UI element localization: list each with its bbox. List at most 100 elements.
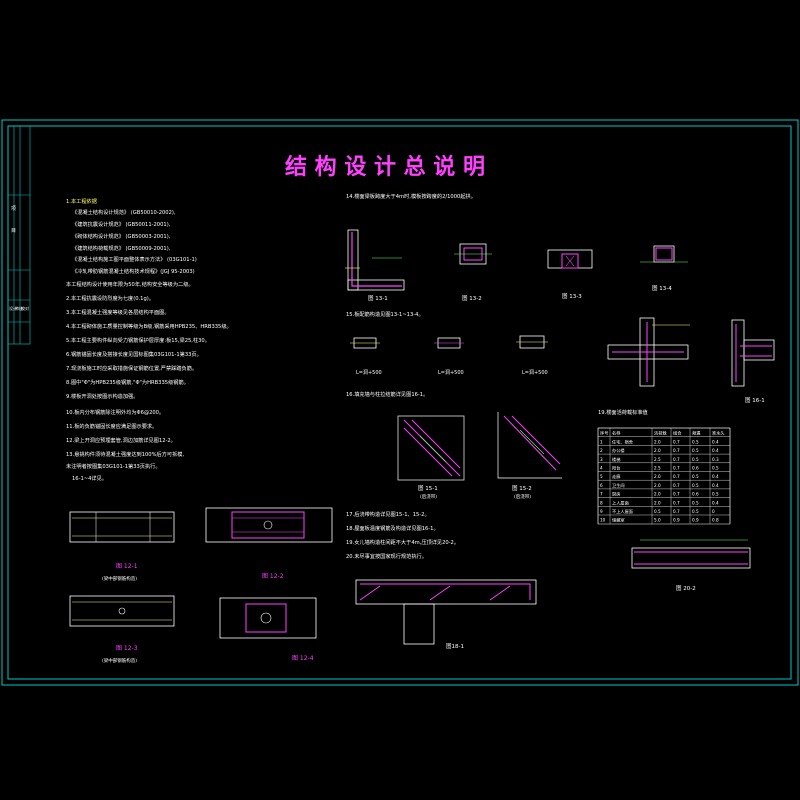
table-cell: 0.4 [712,500,719,505]
note-line: 1.本工程依据 [66,197,97,205]
table-cell: 2.0 [654,448,661,453]
table-header-cell: 名称 [612,430,620,437]
detail-16-1 [731,319,775,387]
note-line: 《砌体结构设计规范》 (GB50003-2001), [72,232,171,240]
title-block-cell: 审核 [15,305,23,311]
opening-label: L=洞+500 [356,369,382,376]
note-line: 17.后浇带构造详见图15-1、15-2。 [346,510,430,518]
table-cell: 0.4 [712,439,719,444]
figure-label: 图 13-3 [562,292,582,300]
title-block-cell: 设计 [9,305,17,311]
table-cell: 上人屋面 [612,499,629,506]
figure-caption: (后浇带) [514,493,531,500]
page-title: 结 构 设 计 总 说 明 [285,154,485,180]
table-cell: 储藏室 [612,517,625,524]
table-cell: 3 [600,457,603,462]
table-cell: 5 [600,474,603,479]
table-cell: 0.4 [712,474,719,479]
detail-20-2 [631,539,751,569]
figure-label: 图 12-1 [116,563,138,570]
table-cell: 0.5 [692,483,699,488]
note-line: 14.楼面梁板跨度大于4m时,模板按跨度的2/1000起拱。 [346,192,476,200]
table-cell: 6 [600,483,603,488]
table-cell: 2.0 [654,500,661,505]
figure-caption: (后浇带) [420,493,437,500]
table-cell: 10 [600,518,606,523]
note-line: 18.屋面板温度钢筋及构造详见图16-1。 [346,524,439,532]
detail-13-1 [345,229,405,291]
table-cell: 2.0 [654,492,661,497]
table-cell: 0.7 [673,483,680,488]
note-line: 9.楼板开洞处按图示构造加强。 [66,392,138,400]
table-cell: 0.5 [712,492,719,497]
table-cell: 0.7 [673,509,680,514]
table-cell: 0.9 [692,518,699,523]
inner-border [7,125,792,680]
opening-label: L=洞+500 [438,369,464,376]
note-line: 8.图中"Φ"为HPB235级钢筋,"Φ"为HRB335级钢筋。 [66,378,189,386]
table-cell: 9 [600,509,603,514]
table-cell: 1 [600,439,603,444]
table-cell: 0.5 [692,448,699,453]
title-block-cell: 目 [11,228,16,234]
table-cell: 0 [712,509,715,514]
note-line: 《混凝土结构施工图平面整体表示方法》 (03G101-1) [72,255,197,263]
figure-label: 图 20-2 [676,584,696,592]
detail-18-1 [355,579,537,645]
table-cell: 厨房 [612,491,620,498]
note-line: 5.本工程主要构件纵向受力钢筋保护层厚度:板15,梁25,柱30。 [66,336,210,344]
table-cell: 走廊 [612,473,620,480]
detail-15-2 [497,412,562,479]
table-cell: 楼梯 [612,456,620,463]
note-line: 《冷轧带肋钢筋混凝土结构技术规程》(JGJ 95-2003) [72,267,195,275]
table-cell: 不上人屋面 [612,508,633,515]
table-header-cell: 序号 [600,430,608,437]
opening-label: L=洞+500 [522,369,548,376]
note-line: 《混凝土结构设计规范》 (GB50010-2002), [72,208,176,216]
figure-label: 图 13-2 [462,294,482,302]
title-block-cell: 校对 [21,305,29,311]
table-cell: 0.7 [673,457,680,462]
title-block [7,125,31,345]
table-cell: 2.5 [654,466,661,471]
wall-junction-detail [607,317,690,387]
figure-label: 图 12-3 [116,645,138,652]
title-block-cell: 项 [11,206,16,212]
note-line: 6.钢筋锚固长度及搭接长度见国标图集03G101-1第33页。 [66,350,202,358]
note-line: 10.板内分布钢筋除注明外均为Φ6@200。 [66,408,164,416]
figure-caption: (梁中部钢筋构造) [102,575,137,582]
table-cell: 阳台 [612,465,620,472]
figure-label: 图 15-1 [418,484,438,492]
table-header-cell: 准永久 [712,430,725,437]
table-cell: 0.9 [673,518,680,523]
outer-border [1,119,799,686]
detail-12-4 [219,597,317,639]
note-line: 2.本工程抗震设防烈度为七度(0.1g)。 [66,294,154,302]
table-cell: 0.7 [673,448,680,453]
table-cell: 2 [600,448,603,453]
table-cell: 0.5 [654,509,661,514]
table-cell: 0.6 [692,466,699,471]
figure-label: 图 13-4 [652,284,672,292]
note-line: 《建筑抗震设计规范》 (GB50011-2001), [72,220,171,228]
table-title: 19.楼面活荷载标准值 [598,408,648,416]
table-cell: 2.5 [654,457,661,462]
note-line: 12.梁上开洞应预埋套管,洞边加筋详见图12-2。 [66,436,176,444]
table-cell: 7 [600,492,603,497]
detail-12-3 [69,595,175,627]
note-line: 19.女儿墙构造柱间距不大于4m,压顶详见20-2。 [346,538,459,546]
table-cell: 0.7 [673,466,680,471]
note-line: 未注明者按图集03G101-1第33页执行。 [66,462,161,470]
table-cell: 0.5 [712,466,719,471]
table-cell: 2.0 [654,439,661,444]
note-line: 11.板的负筋锚固长度应满足图示要求。 [66,422,157,430]
table-header-cell: 活荷载 [654,430,667,437]
table-cell: 0.7 [673,492,680,497]
table-cell: 0.5 [692,509,699,514]
note-line: 20.未尽事宜按国家现行规范执行。 [346,552,427,560]
table-cell: 0.5 [692,500,699,505]
table-cell: 0.5 [692,457,699,462]
note-line: 本工程结构设计使用年限为50年,结构安全等级为二级。 [66,280,194,288]
opening-details [350,335,548,349]
